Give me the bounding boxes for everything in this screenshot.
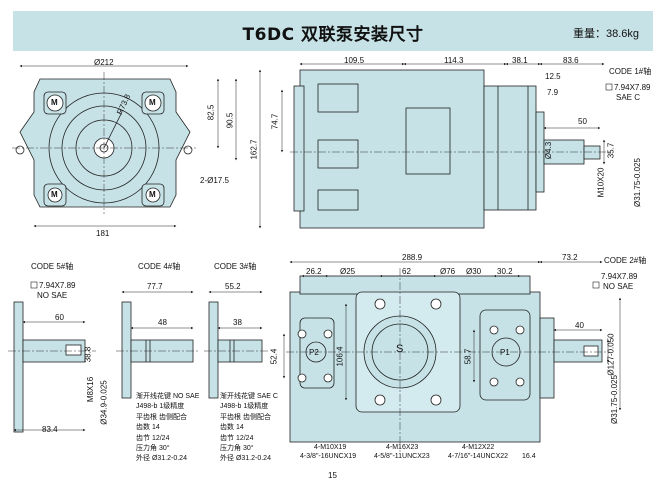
side-pilot: Ø4.3 [544, 141, 554, 160]
code4-len: 48 [158, 318, 167, 327]
page-title: T6DC 双联泵安装尺寸 [242, 25, 424, 45]
spec-line: 齿节 12/24 [220, 434, 254, 442]
side-height-left: 162.7 [249, 139, 259, 160]
bottom-h2: 106.4 [335, 346, 345, 367]
spec-line: 齿数 14 [220, 424, 244, 432]
code5-thread: M8X16 [86, 376, 96, 403]
shaft-code3 [208, 301, 263, 399]
port-mark-bl: M [51, 190, 58, 199]
code3-title: CODE 3#轴 [214, 262, 257, 271]
code2-key: 7.94X7.89 [601, 272, 638, 281]
port-mark-br: M [149, 190, 156, 199]
code5-total: 83.4 [42, 425, 58, 434]
spec-line: 外径 Ø31.2-0.24 [136, 455, 187, 463]
spec-line: 平齿根 齿侧配合 [220, 413, 271, 421]
code4-total: 77.7 [147, 282, 163, 291]
code5-len: 60 [55, 313, 64, 322]
bottom-d4: Ø76 [440, 267, 456, 276]
port-p1-label: P1 [500, 348, 510, 357]
code2-dia1: Ø127-0.050 [606, 333, 616, 376]
specs-right: 渐开线花键 SAE C J498-b 1级精度 平齿根 齿侧配合 齿数 14 齿… [220, 392, 278, 465]
header-bar: T6DC 双联泵安装尺寸 重量：38.6kg [13, 11, 653, 51]
code4-title: CODE 4#轴 [138, 262, 181, 271]
side-dim-e: 12.5 [545, 72, 561, 81]
thread3-b: 4-7/16"-14UNCX22 [448, 453, 509, 460]
code2-dim-top: 73.2 [562, 253, 578, 262]
code5-key: 7.94X7.89 [39, 281, 76, 290]
code5-std: NO SAE [37, 291, 68, 300]
spec-line: 平齿根 齿侧配合 [136, 413, 187, 421]
side-flange-d: Ø31.75-0.025 [632, 158, 642, 207]
front-height-2: 90.5 [225, 112, 235, 129]
shaft-code5 [13, 301, 86, 433]
spec-line: J498-b 1级精度 [220, 403, 269, 411]
bottom-dim-end: 16.4 [522, 453, 536, 460]
spec-line: 压力角 30° [136, 445, 170, 453]
port-mark-tl: M [51, 98, 58, 107]
front-top-width: Ø212 [94, 58, 114, 67]
side-dim-f: 7.9 [547, 88, 559, 97]
bottom-h3: 58.7 [463, 348, 473, 365]
side-thread: M10X20 [596, 167, 606, 198]
code3-len: 38 [233, 318, 242, 327]
bottom-d5: Ø30 [466, 267, 482, 276]
code1-key: 7.94X7.89 [614, 83, 651, 92]
front-holes: 2-Ø17.5 [200, 176, 229, 185]
bottom-d2: Ø25 [340, 267, 356, 276]
code1-std: SAE C [616, 93, 641, 102]
side-dim-c: 38.1 [512, 56, 528, 65]
code2-title: CODE 2#轴 [604, 256, 647, 265]
port-mark-tr: M [149, 98, 156, 107]
spec-line: J498-b 1级精度 [136, 403, 185, 411]
side-height-inner: 74.7 [270, 113, 280, 130]
port-p2-label: P2 [309, 348, 319, 357]
side-shaft-len: 50 [578, 117, 587, 126]
bottom-d3: 62 [402, 267, 411, 276]
bottom-h1: 52.4 [269, 348, 279, 365]
weight-label: 重量：38.6kg [572, 28, 639, 40]
code5-flange: Ø34.9-0.025 [99, 380, 109, 425]
thread1-b: 4-3/8"-16UNCX19 [300, 453, 357, 460]
spec-line: 压力角 30° [220, 445, 254, 453]
front-height-1: 82.5 [206, 104, 216, 121]
page-number: 15 [328, 471, 337, 480]
front-bottom-width: 181 [96, 229, 110, 238]
port-s-label: S [396, 343, 404, 355]
side-dim-a: 109.5 [344, 56, 365, 65]
code3-total: 55.2 [225, 282, 241, 291]
spec-line: 渐开线花键 NO SAE [136, 393, 200, 400]
code1-title: CODE 1#轴 [609, 67, 652, 76]
specs-left: 渐开线花键 NO SAE J498-b 1级精度 平齿根 齿侧配合 齿数 14 … [136, 392, 199, 465]
thread2-b: 4-5/8"-11UNCX23 [374, 453, 430, 460]
side-dim-d: 83.6 [563, 56, 579, 65]
shaft-code4 [121, 301, 194, 399]
code2-dia2: Ø31.75-0.025 [609, 375, 619, 424]
thread3-a: 4-M12X22 [462, 444, 495, 451]
side-dim-b: 114.3 [444, 56, 464, 65]
code2-std: NO SAE [603, 282, 634, 291]
key-boxes [30, 83, 613, 289]
spec-line: 外径 Ø31.2-0.24 [220, 455, 271, 463]
code5-title: CODE 5#轴 [31, 262, 74, 271]
side-shaft-h: 35.7 [606, 142, 616, 159]
spec-line: 齿节 12/24 [136, 434, 170, 442]
spec-line: 齿数 14 [136, 424, 160, 432]
bottom-width: 288.9 [402, 253, 423, 262]
dimension-lines [13, 62, 622, 432]
thread1-a: 4-M10X19 [314, 444, 347, 451]
thread2-a: 4-M16X23 [386, 444, 419, 451]
spec-line: 渐开线花键 SAE C [220, 393, 278, 400]
code5-dia: 38.8 [83, 346, 93, 363]
code2-len: 40 [575, 321, 584, 330]
centre-lines [8, 72, 610, 452]
bottom-d6: 30.2 [497, 267, 513, 276]
bottom-d1: 26.2 [306, 267, 322, 276]
